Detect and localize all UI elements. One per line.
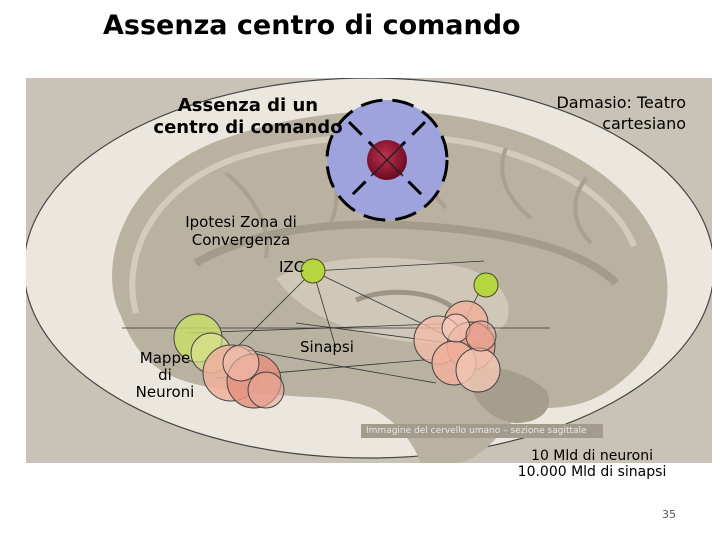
damasio-line2: cartesiano <box>528 113 686 134</box>
convergence-node-right <box>474 273 498 297</box>
damasio-label: Damasio: Teatro cartesiano <box>528 92 686 134</box>
izc-hypothesis-label: Ipotesi Zona di Convergenza <box>168 213 314 249</box>
slide-title: Assenza centro di comando <box>103 10 521 41</box>
no-command-center-line2: centro di comando <box>144 117 352 139</box>
izc-node <box>301 259 325 283</box>
neuron-maps-label: Mappe di Neuroni <box>130 350 200 401</box>
neuron-maps-line3: Neuroni <box>130 384 200 401</box>
brain-stats: 10 Mld di neuroni 10.000 Mld di sinapsi <box>512 448 672 480</box>
neuron-maps-line2: di <box>130 367 200 384</box>
page-number: 35 <box>662 508 676 521</box>
izc-label: IZC <box>279 258 304 276</box>
stat-synapses: 10.000 Mld di sinapsi <box>512 464 672 480</box>
panel-caption: Immagine del cervello umano – sezione sa… <box>366 426 587 436</box>
stat-neurons: 10 Mld di neuroni <box>512 448 672 464</box>
brain-diagram-panel: Immagine del cervello umano – sezione sa… <box>26 78 712 463</box>
damasio-line1: Damasio: Teatro <box>528 92 686 113</box>
no-command-center-label: Assenza di un centro di comando <box>144 95 352 139</box>
izc-hypothesis-line1: Ipotesi Zona di <box>168 213 314 231</box>
brain-diagram <box>26 78 712 463</box>
no-command-center-line1: Assenza di un <box>144 95 352 117</box>
izc-hypothesis-line2: Convergenza <box>168 231 314 249</box>
neuron-maps-line1: Mappe <box>130 350 200 367</box>
synapses-label: Sinapsi <box>300 338 354 356</box>
